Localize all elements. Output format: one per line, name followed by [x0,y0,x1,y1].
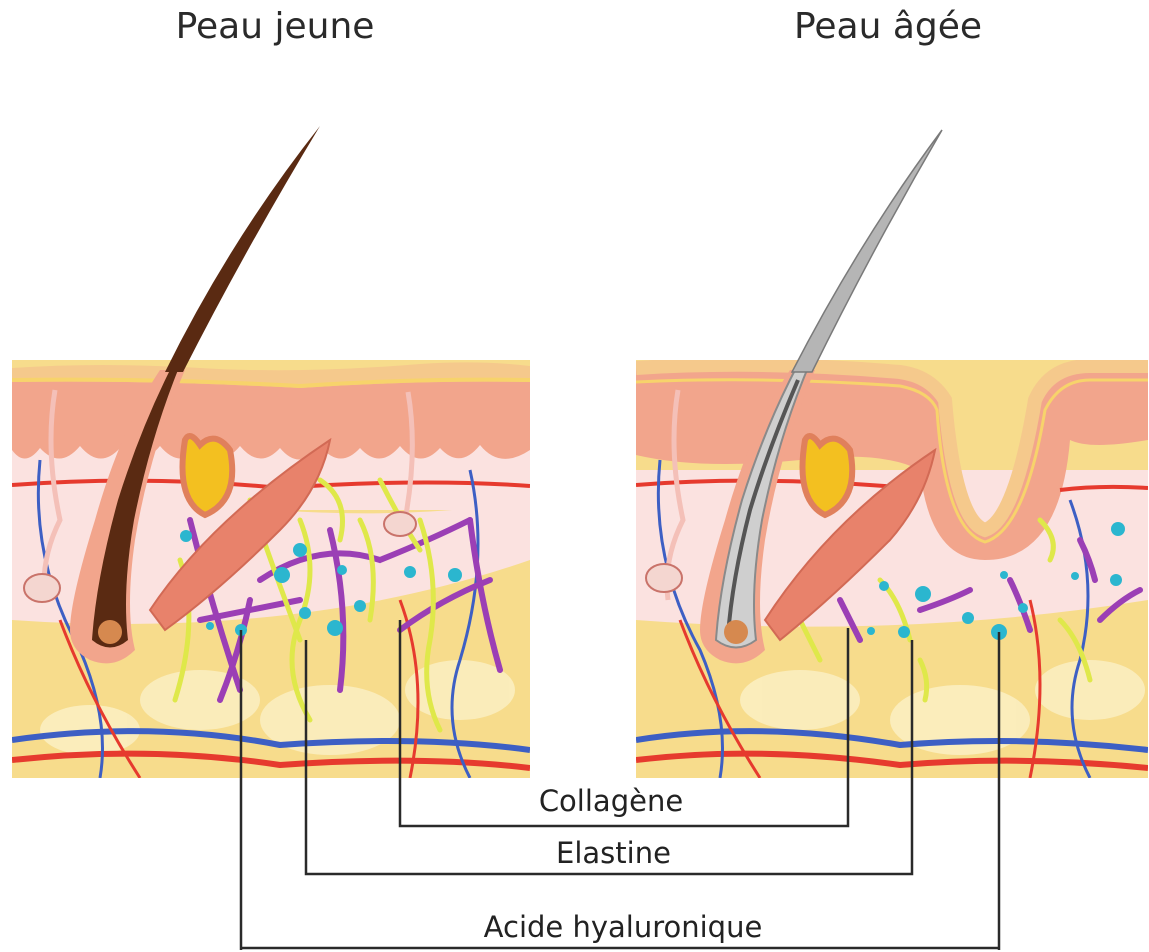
aged-skin-panel [636,360,1148,778]
aged-hair-shaft [792,130,942,372]
young-skin-panel [12,360,530,778]
collagen-label: Collagène [530,784,692,818]
hyaluronic-acid-label: Acide hyaluronique [452,910,794,944]
young-hair-shaft [165,126,320,372]
elastin-label: Elastine [545,836,682,870]
